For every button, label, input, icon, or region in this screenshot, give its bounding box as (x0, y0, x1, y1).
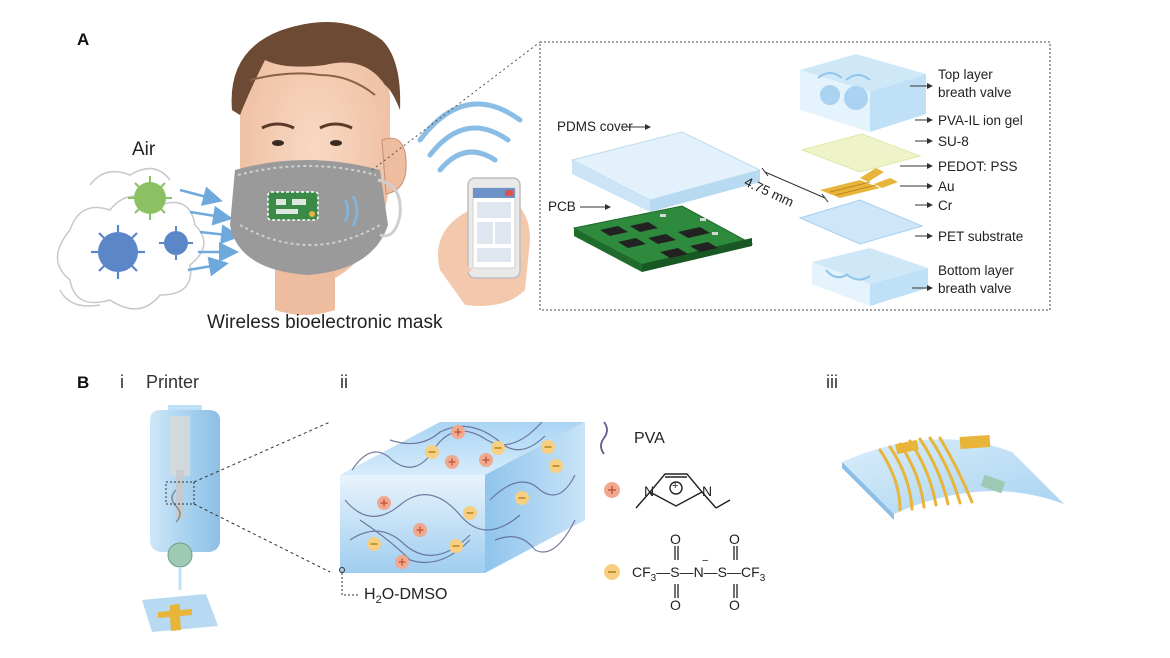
step-i-label: i (120, 372, 124, 392)
layer-label-top-2: breath valve (938, 85, 1012, 100)
printer-label: Printer (146, 372, 200, 392)
layer-label-pedot: PEDOT: PSS (938, 159, 1018, 174)
zoom-line-b-bottom (193, 503, 331, 573)
imidazolium-structure (635, 473, 731, 509)
tfsi-structure (674, 546, 738, 598)
pdms-cover-label: PDMS cover (557, 119, 633, 134)
virus-blue-small-icon (159, 226, 193, 260)
zoom-box (539, 41, 1051, 311)
smoke-clouds (56, 167, 205, 310)
air-flow-arrows (179, 186, 241, 277)
printer-illustration (142, 405, 220, 632)
ion-markers (367, 425, 563, 569)
pdms-cover-illustration (570, 131, 762, 212)
pva-legend-icon (600, 421, 608, 455)
pcb-illustration (572, 205, 754, 272)
person-wearing-mask-illustration (230, 22, 407, 315)
step-ii-label: ii (340, 372, 348, 392)
panel-b-label: B (77, 373, 90, 392)
virus-blue-large-icon (91, 225, 145, 279)
step-iii-label: iii (826, 372, 838, 392)
top-breath-valve-illustration (800, 54, 926, 132)
solvent-label: H2O-DMSO (364, 586, 448, 607)
smartphone-hand-illustration (438, 177, 530, 306)
tfsi-charge: − (702, 555, 709, 567)
layer-label-bottom-2: breath valve (938, 281, 1012, 296)
tfsi-formula: CF3—S—N—S—CF3 (632, 564, 766, 584)
printed-flexible-sensor (842, 434, 1064, 520)
layer-label-ion-gel: PVA-IL ion gel (938, 113, 1023, 128)
solvent-leader (341, 573, 360, 596)
ion-gel-layer (800, 133, 922, 173)
dimension-line (764, 171, 826, 199)
air-label: Air (132, 139, 156, 160)
layer-label-su8: SU-8 (938, 134, 969, 149)
layer-label-pet: PET substrate (938, 229, 1024, 244)
n-right: N (702, 483, 713, 499)
oxygen-top-left: O (670, 531, 681, 547)
layer-label-cr: Cr (938, 198, 953, 213)
bottom-breath-valve-illustration (812, 248, 928, 306)
n-left: N (644, 483, 655, 499)
wifi-signal-icon (417, 101, 523, 173)
mask-caption: Wireless bioelectronic mask (207, 312, 443, 333)
electrode-layer (820, 168, 898, 198)
zoom-line-b-top (193, 421, 331, 483)
cation-charge: + (672, 480, 679, 492)
pva-legend-label: PVA (634, 430, 665, 447)
pcb-label: PCB (548, 199, 576, 214)
layer-label-au: Au (938, 179, 955, 194)
oxygen-top-right: O (729, 531, 740, 547)
zoom-line-a (371, 41, 541, 171)
oxygen-bottom-left: O (670, 597, 681, 613)
layer-label-top-1: Top layer (938, 67, 993, 82)
pet-substrate-layer (798, 199, 924, 245)
panel-a-label: A (77, 30, 90, 49)
layer-label-bottom-1: Bottom layer (938, 263, 1014, 278)
virus-green-icon (128, 176, 172, 220)
layer-leader-lines (900, 83, 933, 291)
oxygen-bottom-right: O (729, 597, 740, 613)
